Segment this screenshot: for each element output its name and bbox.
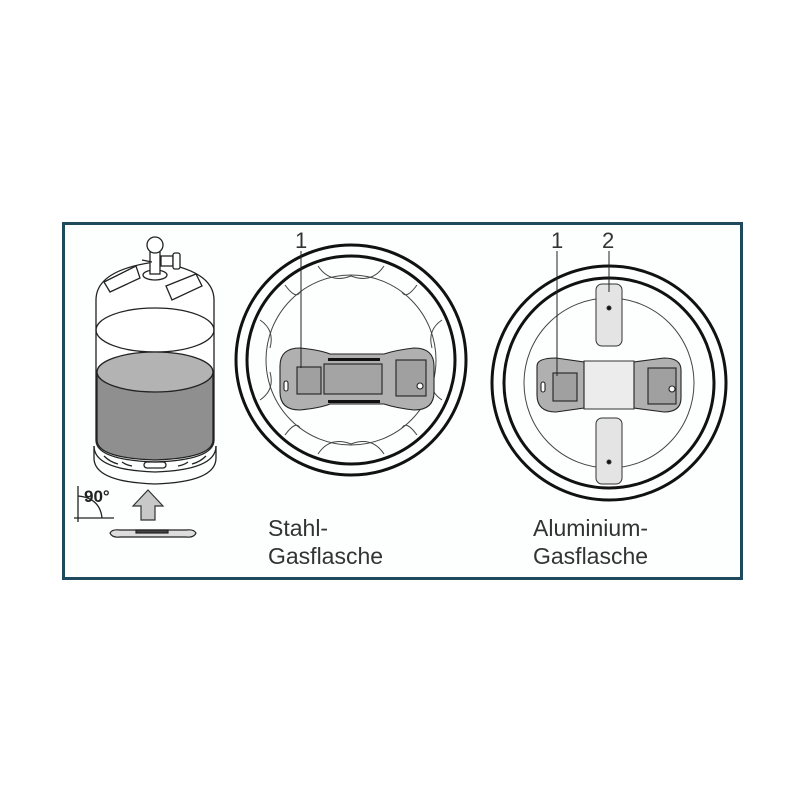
caption-steel-line2: Gasflasche xyxy=(268,543,384,569)
callout-1-aluminium: 1 xyxy=(551,228,564,253)
level-sensor-steel xyxy=(279,347,435,411)
caption-aluminium: Aluminium- Gasflasche xyxy=(533,514,648,570)
caption-aluminium-line1: Aluminium- xyxy=(533,515,649,541)
level-indicator-side-icon xyxy=(109,529,197,538)
callout-2-aluminium: 2 xyxy=(602,228,615,253)
arrow-up-icon xyxy=(131,489,165,521)
gas-cylinder-icon xyxy=(93,236,217,485)
callout-1-steel: 1 xyxy=(295,228,308,253)
aluminium-straps xyxy=(583,283,635,485)
steel-cylinder-top-view xyxy=(234,243,468,477)
angle-label: 90° xyxy=(84,487,110,506)
caption-steel: Stahl- Gasflasche xyxy=(268,514,383,570)
caption-aluminium-line2: Gasflasche xyxy=(533,543,649,569)
caption-steel-line1: Stahl- xyxy=(268,515,329,541)
level-sensor-aluminium xyxy=(536,357,682,413)
right-angle-icon xyxy=(74,486,114,522)
